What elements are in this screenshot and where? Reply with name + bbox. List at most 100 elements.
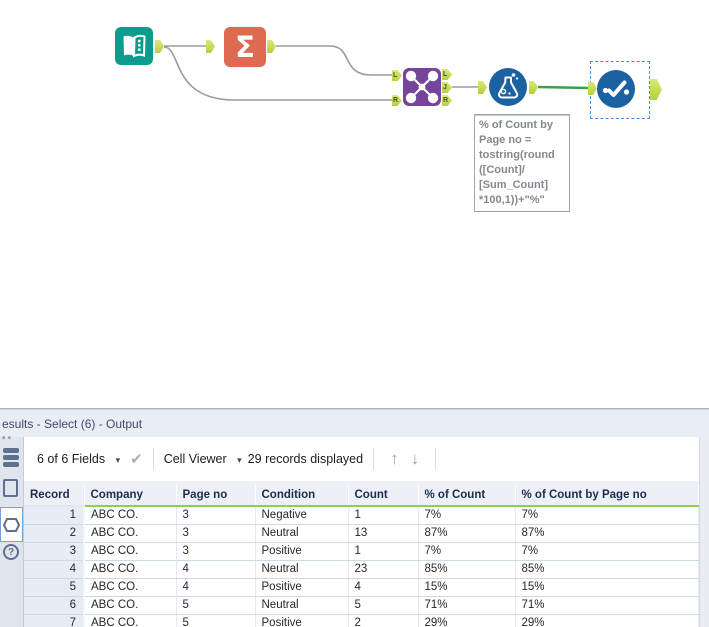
value-cell[interactable]: 4 — [176, 560, 256, 579]
value-cell[interactable]: 3 — [176, 524, 256, 543]
vertical-scrollbar[interactable] — [699, 437, 709, 627]
record-number-cell[interactable]: 5 — [24, 578, 85, 597]
summarize-input-anchor[interactable] — [206, 40, 215, 53]
value-cell[interactable]: 13 — [348, 524, 419, 543]
value-cell[interactable]: 4 — [348, 578, 419, 597]
join-output-anchor-l[interactable]: L — [442, 69, 452, 80]
column-header[interactable]: Count — [348, 485, 419, 507]
value-cell[interactable]: ABC CO. — [84, 524, 177, 543]
value-cell[interactable]: 15% — [515, 578, 699, 597]
fields-dropdown[interactable]: 6 of 6 Fields ▾ — [37, 452, 120, 466]
formula-tool[interactable] — [489, 68, 527, 106]
value-cell[interactable]: 2 — [348, 614, 419, 627]
formula-output-anchor[interactable] — [529, 81, 538, 94]
value-cell[interactable]: Neutral — [255, 560, 349, 579]
value-cell[interactable]: 1 — [348, 506, 419, 525]
value-cell[interactable]: 5 — [176, 614, 256, 627]
text-input-output-anchor[interactable] — [155, 40, 164, 53]
value-cell[interactable]: Neutral — [255, 524, 349, 543]
value-cell[interactable]: 71% — [418, 596, 516, 615]
join-input-anchor-l[interactable]: L — [392, 70, 402, 81]
value-cell[interactable]: 85% — [418, 560, 516, 579]
wire-formula-select[interactable] — [537, 85, 590, 90]
value-cell[interactable]: 7% — [418, 506, 516, 525]
value-cell[interactable]: ABC CO. — [84, 578, 177, 597]
value-cell[interactable]: 7% — [515, 542, 699, 561]
value-cell[interactable]: 3 — [176, 542, 256, 561]
column-header[interactable]: % of Count by Page no — [515, 485, 699, 507]
value-cell[interactable]: ABC CO. — [84, 614, 177, 627]
value-cell[interactable]: 4 — [176, 578, 256, 597]
value-cell[interactable]: 85% — [515, 560, 699, 579]
connection-wires — [163, 45, 590, 101]
summarize-tool[interactable]: Σ — [224, 27, 266, 67]
value-cell[interactable]: Positive — [255, 542, 349, 561]
column-header[interactable]: Page no — [176, 485, 256, 507]
value-cell[interactable]: 87% — [418, 524, 516, 543]
value-cell[interactable]: ABC CO. — [84, 506, 177, 525]
column-header[interactable]: % of Count — [418, 485, 516, 507]
workflow-canvas[interactable]: Σ L R L J R — [0, 0, 709, 408]
value-cell[interactable]: 87% — [515, 524, 699, 543]
record-number-cell[interactable]: 2 — [24, 524, 85, 543]
column-header[interactable]: Condition — [255, 485, 349, 507]
value-cell[interactable]: 29% — [515, 614, 699, 627]
value-cell[interactable]: 7% — [515, 506, 699, 525]
value-cell[interactable]: Positive — [255, 578, 349, 597]
record-number-cell[interactable]: 7 — [24, 614, 85, 627]
join-input-anchor-r[interactable]: R — [392, 95, 402, 106]
value-cell[interactable]: 1 — [348, 542, 419, 561]
value-cell[interactable]: Negative — [255, 506, 349, 525]
value-cell[interactable]: ABC CO. — [84, 596, 177, 615]
formula-input-anchor[interactable] — [478, 81, 487, 94]
value-cell[interactable]: ABC CO. — [84, 542, 177, 561]
record-number-cell[interactable]: 3 — [24, 542, 85, 561]
value-cell[interactable]: Positive — [255, 614, 349, 627]
value-cell[interactable]: 71% — [515, 596, 699, 615]
join-output-anchor-r[interactable]: R — [442, 95, 452, 106]
column-header[interactable]: Record — [24, 485, 85, 507]
join-output-anchor-j[interactable]: J — [442, 82, 452, 93]
arrow-down-icon[interactable]: ↓ — [410, 449, 420, 468]
apply-check-icon[interactable]: ✔ — [130, 451, 143, 468]
record-number-cell[interactable]: 6 — [24, 596, 85, 615]
select-tool[interactable] — [597, 70, 635, 108]
anchor-label: R — [393, 97, 399, 104]
column-header[interactable]: Company — [84, 485, 177, 507]
select-input-anchor[interactable] — [588, 82, 597, 95]
value-cell[interactable]: 5 — [348, 596, 419, 615]
summarize-output-anchor[interactable] — [267, 40, 276, 53]
record-number-cell[interactable]: 1 — [24, 506, 85, 525]
select-output-anchor[interactable] — [650, 79, 662, 100]
value-cell[interactable]: 29% — [418, 614, 516, 627]
record-number-cell[interactable]: 4 — [24, 560, 85, 579]
text-input-tool[interactable] — [115, 27, 153, 65]
wire-textinput-join-r[interactable] — [163, 46, 392, 101]
arrow-up-icon[interactable]: ↑ — [390, 449, 399, 468]
cell-viewer-dropdown[interactable]: Cell Viewer ▾ — [164, 452, 242, 466]
selected-view-button[interactable] — [0, 507, 23, 542]
results-panel: esults - Select (6) - Output •• ? — [0, 408, 709, 627]
value-cell[interactable]: Neutral — [255, 596, 349, 615]
value-cell[interactable]: 15% — [418, 578, 516, 597]
help-view-icon[interactable]: ? — [3, 544, 19, 560]
report-view-icon[interactable] — [3, 479, 18, 497]
value-cell[interactable]: ABC CO. — [84, 560, 177, 579]
value-cell[interactable]: 3 — [176, 506, 256, 525]
value-cell[interactable]: 5 — [176, 596, 256, 615]
value-cell[interactable]: 23 — [348, 560, 419, 579]
table-view-icon[interactable] — [3, 447, 19, 469]
wire-summarize-join-l[interactable] — [276, 45, 392, 76]
join-tool[interactable] — [403, 68, 441, 106]
results-title-bar[interactable]: esults - Select (6) - Output — [0, 409, 709, 437]
value-cell[interactable]: 7% — [418, 542, 516, 561]
